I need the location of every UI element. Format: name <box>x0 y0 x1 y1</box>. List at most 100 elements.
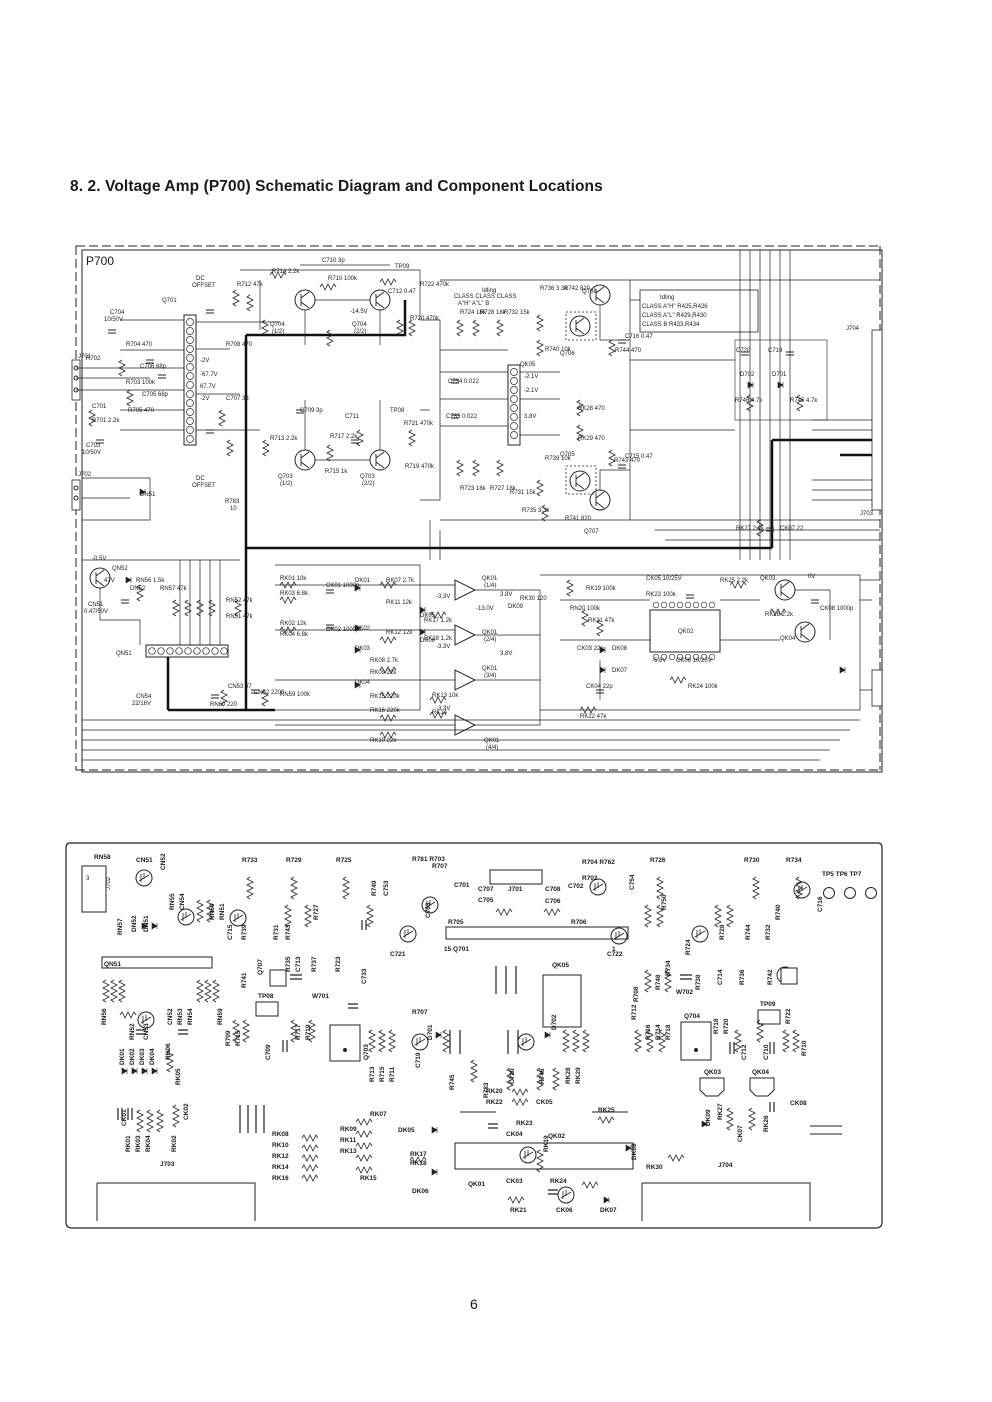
svg-text:R740: R740 <box>775 904 782 920</box>
svg-text:RK24 100k: RK24 100k <box>688 684 719 690</box>
svg-text:CLASS CLASS CLASS: CLASS CLASS CLASS <box>454 294 516 300</box>
svg-text:R710: R710 <box>801 1040 808 1056</box>
svg-text:R722 470k: R722 470k <box>420 282 450 288</box>
svg-text:D702: D702 <box>551 1014 558 1030</box>
svg-text:R741 820: R741 820 <box>565 516 592 522</box>
svg-text:R746: R746 <box>539 1068 546 1084</box>
layout-bar-resistors <box>239 966 519 1133</box>
svg-text:C716 0.47: C716 0.47 <box>625 334 653 340</box>
svg-text:C719: C719 <box>415 1052 422 1068</box>
svg-text:C719: C719 <box>768 348 783 354</box>
svg-text:R709: R709 <box>225 1030 232 1046</box>
svg-text:R712 47k: R712 47k <box>237 282 264 288</box>
svg-text:Q708: Q708 <box>582 289 597 295</box>
svg-text:RK17 1.2k: RK17 1.2k <box>424 618 453 624</box>
svg-text:R734: R734 <box>786 857 802 864</box>
svg-text:CK03 22p: CK03 22p <box>577 646 604 652</box>
svg-text:RK28: RK28 <box>565 1067 572 1084</box>
svg-text:DK05: DK05 <box>420 613 436 619</box>
svg-text:R732 15k: R732 15k <box>504 310 531 316</box>
svg-text:D701: D701 <box>772 372 787 378</box>
transistor-q707: Q707 <box>584 489 611 535</box>
svg-text:R706: R706 <box>571 919 587 926</box>
svg-text:R703 100k: R703 100k <box>126 380 156 386</box>
svg-text:Q703: Q703 <box>278 474 293 480</box>
svg-text:R704 R762: R704 R762 <box>582 859 615 866</box>
svg-text:QK05: QK05 <box>520 362 536 368</box>
svg-text:-3.3V: -3.3V <box>436 594 450 600</box>
svg-text:C710 3p: C710 3p <box>322 258 345 264</box>
svg-text:RK24: RK24 <box>550 1178 567 1185</box>
svg-text:RN54: RN54 <box>187 1008 194 1025</box>
svg-text:R712: R712 <box>631 1004 638 1020</box>
svg-text:W701: W701 <box>312 993 329 1000</box>
svg-text:R735: R735 <box>285 956 292 972</box>
connector-j701 <box>71 359 81 401</box>
svg-text:TP08: TP08 <box>390 408 405 414</box>
svg-text:R717 2.2k: R717 2.2k <box>330 434 358 440</box>
svg-text:DK04: DK04 <box>149 1048 156 1065</box>
svg-text:QK01: QK01 <box>482 630 498 636</box>
svg-text:CLASS A"L" R429,R430: CLASS A"L" R429,R430 <box>642 313 707 319</box>
svg-text:CLASS A"H" R425,R426: CLASS A"H" R425,R426 <box>642 304 708 310</box>
svg-text:-67.7V: -67.7V <box>200 372 218 378</box>
layout-capacitors <box>117 920 775 1195</box>
svg-text:R714: R714 <box>655 1024 662 1040</box>
svg-text:CN52: CN52 <box>160 853 167 870</box>
svg-text:R702: R702 <box>582 875 598 882</box>
svg-text:A"H" A"L" B: A"H" A"L" B <box>458 301 489 307</box>
svg-text:RK18 1.2k: RK18 1.2k <box>424 636 453 642</box>
svg-text:RK25: RK25 <box>598 1107 615 1114</box>
svg-text:R731: R731 <box>273 924 280 940</box>
svg-text:DK09: DK09 <box>705 1109 712 1126</box>
svg-text:R720 470k: R720 470k <box>410 316 440 322</box>
svg-text:RK23 100k: RK23 100k <box>646 592 677 598</box>
svg-text:DN52: DN52 <box>131 915 138 932</box>
svg-text:C713: C713 <box>295 956 302 972</box>
svg-text:Q701: Q701 <box>162 298 177 304</box>
svg-text:R738: R738 <box>695 974 702 990</box>
svg-text:R718: R718 <box>713 1018 720 1034</box>
schematic-diagram: P700 Q701 DC <box>71 245 883 773</box>
page-title: 8. 2. Voltage Amp (P700) Schematic Diagr… <box>70 178 603 195</box>
svg-text:DK07: DK07 <box>612 668 628 674</box>
svg-text:RN53: RN53 <box>177 1008 184 1025</box>
svg-text:R743: R743 <box>285 924 292 940</box>
svg-text:R704 470: R704 470 <box>126 342 153 348</box>
svg-text:R733: R733 <box>242 857 258 864</box>
svg-text:QK04: QK04 <box>780 636 796 642</box>
svg-text:C711: C711 <box>345 414 360 420</box>
svg-text:J704: J704 <box>718 1162 733 1169</box>
svg-text:Idling: Idling <box>660 295 674 301</box>
svg-text:R710 100k: R710 100k <box>328 276 358 282</box>
svg-text:RK01 10k: RK01 10k <box>280 576 307 582</box>
svg-text:R743 470: R743 470 <box>614 458 641 464</box>
svg-text:CK03: CK03 <box>506 1178 523 1185</box>
transistor-qk03: QK03 <box>760 576 796 601</box>
svg-text:C707: C707 <box>478 886 494 893</box>
svg-text:R736: R736 <box>739 969 746 985</box>
svg-text:RK13 10k: RK13 10k <box>432 693 459 699</box>
svg-text:R705: R705 <box>448 919 464 926</box>
svg-text:QK01: QK01 <box>482 666 498 672</box>
svg-text:RK09: RK09 <box>340 1126 357 1133</box>
svg-text:RK27: RK27 <box>717 1103 724 1120</box>
svg-text:(1/2): (1/2) <box>280 481 292 487</box>
svg-text:RK16: RK16 <box>272 1175 289 1182</box>
svg-text:R730: R730 <box>744 857 760 864</box>
svg-text:R725: R725 <box>336 857 352 864</box>
svg-text:R721 470k: R721 470k <box>404 421 434 427</box>
svg-text:R728 18k: R728 18k <box>480 310 507 316</box>
svg-text:Q707: Q707 <box>257 959 264 975</box>
svg-text:J701: J701 <box>508 886 523 893</box>
svg-text:1: 1 <box>612 946 616 953</box>
svg-text:QK03: QK03 <box>704 1069 721 1076</box>
svg-text:DK06: DK06 <box>420 638 436 644</box>
svg-text:CK01 1000p: CK01 1000p <box>326 583 360 589</box>
svg-text:C715: C715 <box>227 924 234 940</box>
svg-text:D702: D702 <box>740 372 755 378</box>
svg-text:RK29 470: RK29 470 <box>578 436 605 442</box>
